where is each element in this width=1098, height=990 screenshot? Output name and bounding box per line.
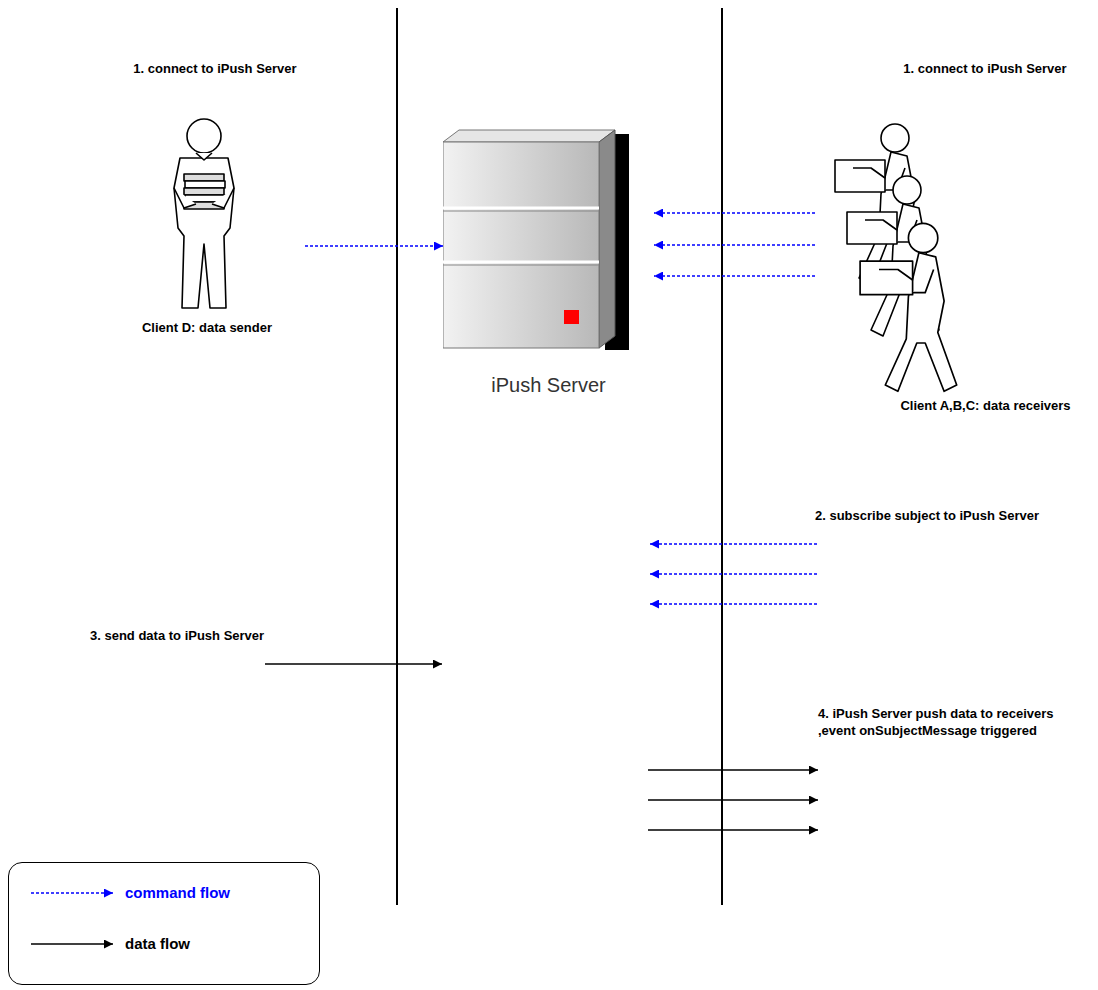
legend-sample (29, 885, 115, 901)
divider-line (396, 8, 398, 905)
command-arrow (654, 212, 815, 214)
figure-node: Client A,B,C: data receivers (815, 120, 1094, 413)
figure-node: iPush Server (443, 128, 654, 397)
step-label: 4. iPush Server push data to receivers ,… (818, 705, 1090, 739)
node-illustration (109, 96, 299, 314)
figure-node: Client D: data sender (109, 96, 305, 335)
step-label: 3. send data to iPush Server (90, 627, 264, 644)
node-label: iPush Server (443, 374, 654, 397)
node-label: Client D: data sender (109, 320, 305, 335)
legend-label: command flow (125, 884, 230, 901)
node-illustration (815, 120, 1088, 396)
receiver-figures (835, 124, 957, 391)
command-arrow (305, 245, 443, 247)
data-arrows (265, 664, 818, 830)
server-illustration (443, 130, 629, 350)
step-label: 2. subscribe subject to iPush Server (815, 507, 1039, 524)
legend-sample (29, 936, 115, 952)
command-arrow (654, 244, 815, 246)
step-label: 1. connect to iPush Server (133, 60, 296, 77)
subscribe-arrows (650, 544, 817, 604)
legend-box: command flow data flow (8, 862, 320, 985)
legend-label: data flow (125, 935, 190, 952)
node-illustration (443, 128, 648, 350)
step-label: 1. connect to iPush Server (903, 60, 1066, 77)
command-arrow (654, 275, 815, 277)
sender-figure (174, 119, 234, 308)
node-label: Client A,B,C: data receivers (815, 398, 1094, 413)
